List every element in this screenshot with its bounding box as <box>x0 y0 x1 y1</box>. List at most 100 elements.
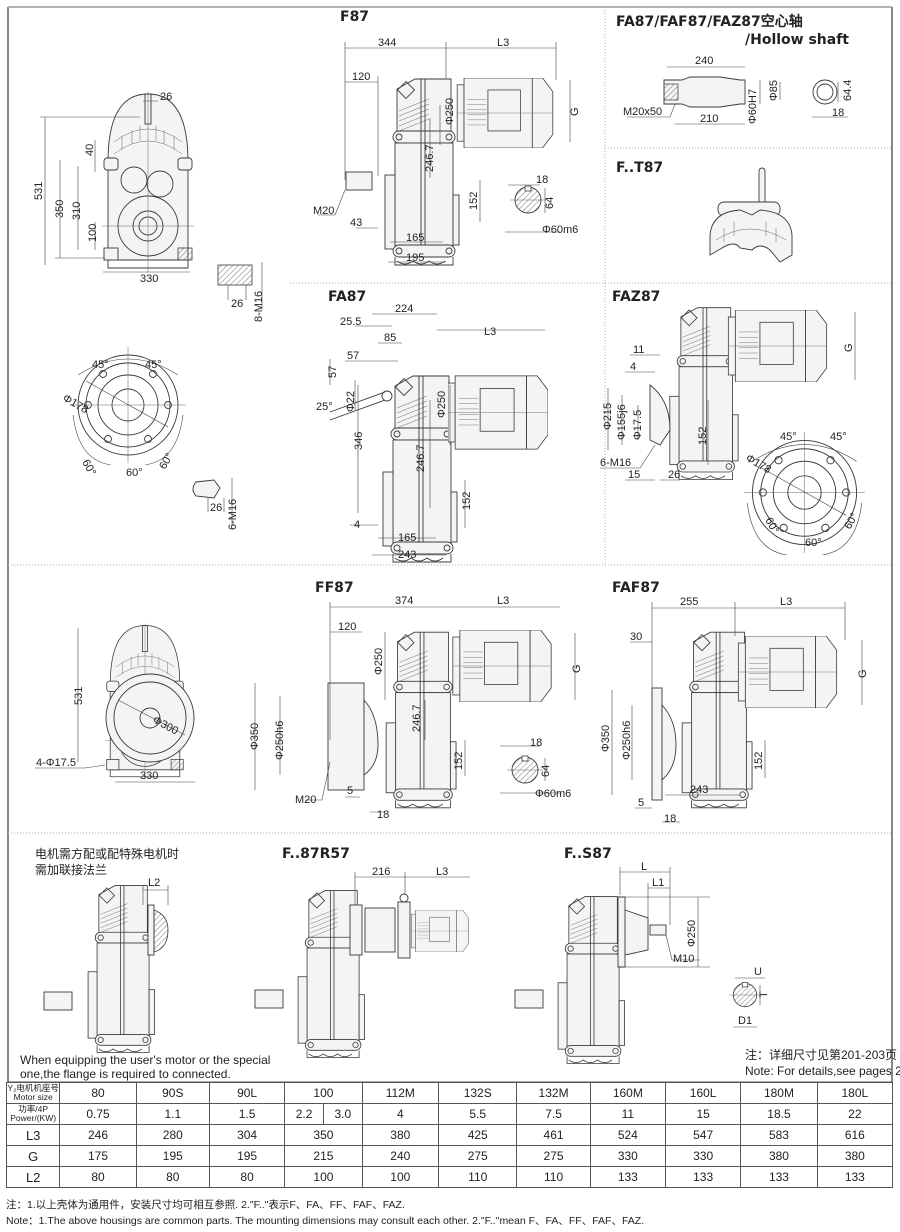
table-cell: 112M <box>361 1082 440 1104</box>
dim-label: L2 <box>148 877 160 889</box>
table-cell: 100 <box>361 1166 440 1188</box>
dim-label: 120 <box>338 621 356 633</box>
dim-label: T <box>758 991 770 998</box>
dim-label: 246.7 <box>415 444 427 472</box>
table-cell: 275 <box>516 1145 591 1167</box>
dim-label: 43 <box>350 217 362 229</box>
dim-label: 346 <box>353 432 365 450</box>
dim-label: L <box>641 861 647 873</box>
adapter-note-cn: 电机需方配或配特殊电机时 <box>35 846 179 861</box>
table-cell: 133 <box>589 1166 666 1188</box>
row-header: G <box>5 1145 61 1167</box>
dim-label: 165 <box>398 532 416 544</box>
faz87-drawing: FAZ87 G 11 4 Φ215 Φ155j6 Φ17.5 152 6-M16… <box>600 289 866 555</box>
dim-label: 246.7 <box>424 144 436 172</box>
dim-label: Φ350 <box>249 723 261 750</box>
front-view-top: 26 531 350 310 40 100 330 26 8-M16 <box>33 91 265 322</box>
table-cell: 110 <box>516 1166 591 1188</box>
table-cell: 180M <box>740 1082 818 1104</box>
dim-label: Φ250 <box>436 391 448 418</box>
fs87-drawing: F..S87 L L1 Φ250 M10 U T D1 <box>514 846 770 1064</box>
dim-label: 531 <box>73 687 85 705</box>
dim-label: 152 <box>753 752 765 770</box>
drawing-title: F..T87 <box>616 160 663 176</box>
dim-label: 6-M16 <box>227 499 239 530</box>
table-cell: 160M <box>589 1082 666 1104</box>
dim-label: 30 <box>630 631 642 643</box>
dim-label: G <box>571 664 583 673</box>
dim-label: 18 <box>664 813 676 825</box>
flange-view-top: 45° 45° Φ178 60° 60° 60° 26 6-M16 <box>61 346 239 530</box>
drawing-title: FAF87 <box>612 580 660 596</box>
dim-label: 195 <box>406 252 424 264</box>
dim-label: 25.5 <box>340 316 361 328</box>
dim-label: 4 <box>630 361 636 373</box>
table-cell: 195 <box>135 1145 210 1167</box>
adapter-note-cn: 需加联接法兰 <box>35 862 107 877</box>
table-cell: 110 <box>437 1166 518 1188</box>
table-cell: 425 <box>437 1124 518 1146</box>
table-cell: 380 <box>816 1145 894 1167</box>
dim-label: 15 <box>628 469 640 481</box>
dim-label: 45° <box>830 431 847 443</box>
dim-label: 26 <box>160 91 172 103</box>
dim-label: 18 <box>377 809 389 821</box>
dim-label: 100 <box>87 224 99 242</box>
table-cell: 133 <box>664 1166 742 1188</box>
dim-label: 165 <box>406 232 424 244</box>
dim-label: L3 <box>484 326 496 338</box>
dim-label: 6-M16 <box>600 457 631 469</box>
table-cell: 215 <box>284 1145 363 1167</box>
table-cell: 380 <box>740 1145 818 1167</box>
row-header: L2 <box>5 1166 61 1188</box>
dim-label: Φ250h6 <box>621 721 633 760</box>
dim-label: M20x50 <box>623 106 662 118</box>
table-cell: 5.5 <box>437 1103 518 1125</box>
dim-label: 5 <box>638 797 644 809</box>
dim-label: 152 <box>453 752 465 770</box>
table-cell: 275 <box>437 1145 518 1167</box>
table-cell: 246 <box>59 1124 137 1146</box>
table-cell: 80 <box>208 1166 286 1188</box>
dim-label: 330 <box>140 770 158 782</box>
dim-label: 531 <box>33 182 45 200</box>
dim-label: 210 <box>700 113 718 125</box>
dim-label: Φ250 <box>686 920 698 947</box>
dim-label: M10 <box>673 953 694 965</box>
adapter-note-en: When equipping the user's motor or the s… <box>20 1053 270 1067</box>
dim-label: 60° <box>79 458 98 478</box>
table-cell: 80 <box>59 1082 137 1104</box>
row-header: L3 <box>5 1124 61 1146</box>
drawing-title: FF87 <box>315 580 354 596</box>
dim-label: Φ17.5 <box>632 410 644 440</box>
dim-label: 60° <box>126 467 143 479</box>
table-cell: 100 <box>284 1166 363 1188</box>
faf87-drawing: FAF87 255 L3 30 G Φ350 Φ250h6 152 243 5 … <box>600 580 869 825</box>
drawing-title: FA87 <box>328 289 366 305</box>
dim-label: Φ60H7 <box>747 89 759 124</box>
dim-label: 152 <box>468 192 480 210</box>
dim-label: 57 <box>327 366 339 378</box>
drawing-title: F..87R57 <box>282 846 350 862</box>
dim-label: 18 <box>832 107 844 119</box>
table-cell: 524 <box>589 1124 666 1146</box>
table-cell: 380 <box>361 1124 440 1146</box>
dim-label: 60° <box>805 537 822 549</box>
table-cell: 18.5 <box>740 1103 818 1125</box>
table-cell: 11 <box>589 1103 666 1125</box>
dim-label: G <box>569 107 581 116</box>
dim-label: 60° <box>842 511 861 531</box>
pages-note-cn: 注：详细尺寸见第201-203页 <box>745 1047 897 1062</box>
dim-label: Φ85 <box>768 80 780 101</box>
dim-label: 57 <box>347 350 359 362</box>
dim-label: L3 <box>497 595 509 607</box>
dim-label: 246.7 <box>411 704 423 732</box>
dim-label: 18 <box>530 737 542 749</box>
table-cell: 304 <box>208 1124 286 1146</box>
dim-label: 85 <box>384 332 396 344</box>
